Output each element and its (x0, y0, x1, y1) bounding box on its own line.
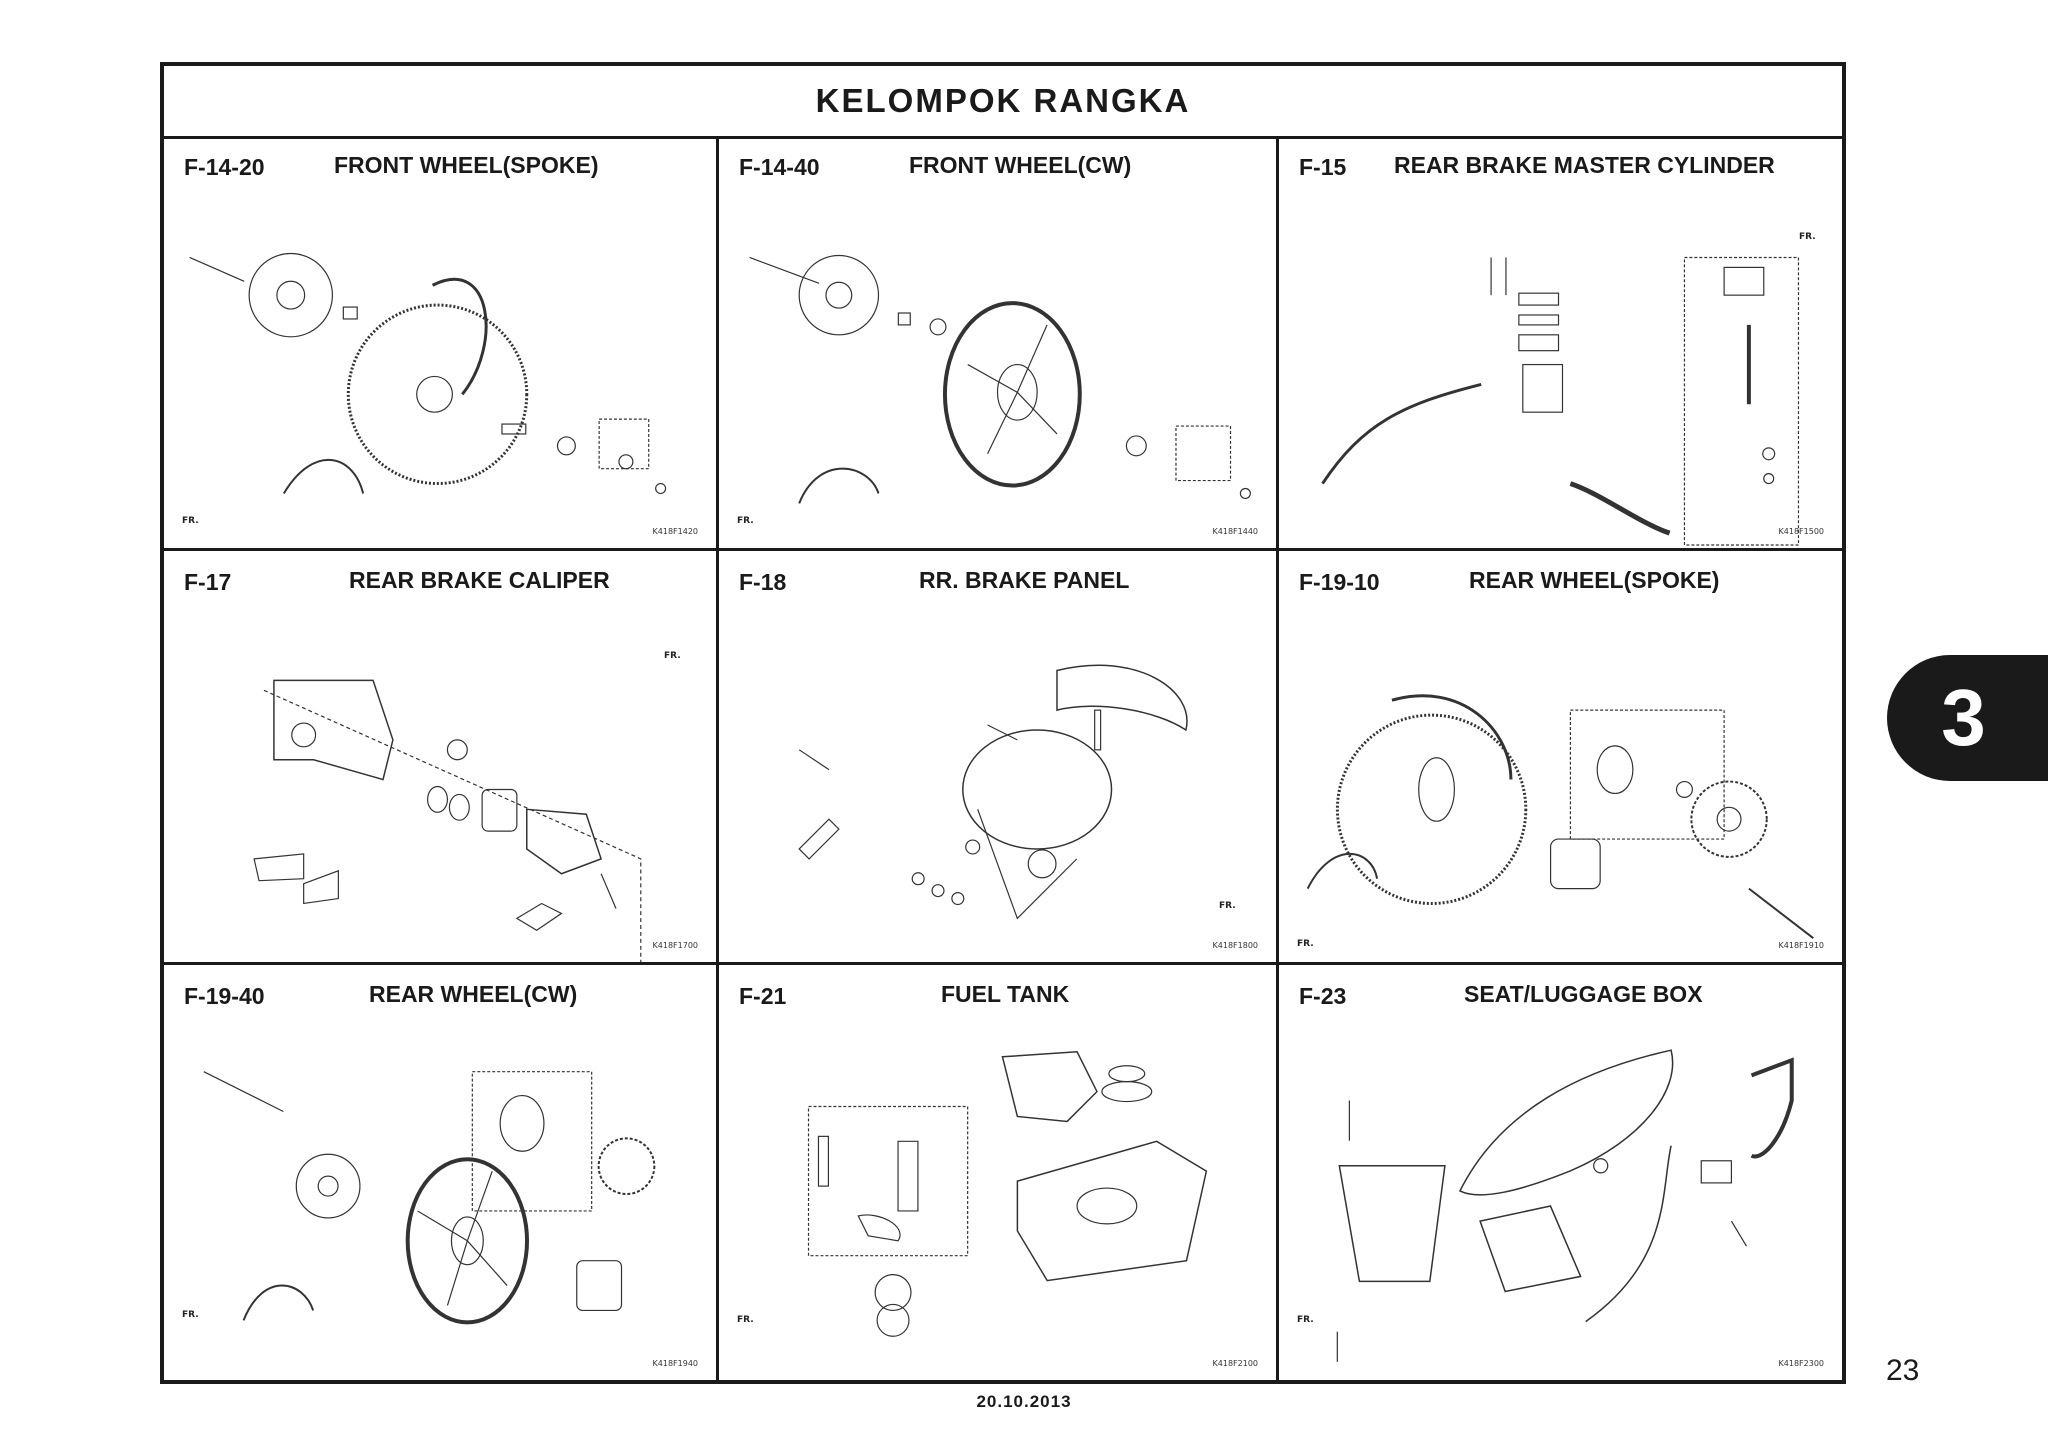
diagram-ref: K418F1800 (1212, 941, 1258, 950)
exploded-diagram (1279, 1025, 1842, 1380)
panel-f-17[interactable]: F-17 REAR BRAKE CALIPER (164, 551, 719, 965)
panel-code: F-17 (184, 569, 232, 595)
panel-name: FRONT WHEEL(SPOKE) (334, 152, 599, 178)
panel-code: F-19-10 (1299, 569, 1380, 595)
panel-name: FUEL TANK (941, 981, 1070, 1007)
exploded-diagram (719, 196, 1276, 548)
front-arrow-label: FR. (1297, 1315, 1314, 1325)
panel-code: F-19-40 (184, 983, 265, 1009)
diagram-ref: K418F1500 (1778, 527, 1824, 536)
page-title: KELOMPOK RANGKA (815, 82, 1191, 119)
diagram-ref: K418F1910 (1778, 941, 1824, 950)
panel-code: F-15 (1299, 154, 1347, 180)
panel-name: REAR WHEEL(CW) (369, 981, 578, 1007)
front-arrow-label: FR. (737, 516, 754, 526)
exploded-diagram (1279, 611, 1842, 962)
exploded-diagram (719, 1025, 1276, 1380)
panel-grid: F-14-20 FRONT WHEEL(SPOKE) (164, 136, 1842, 1380)
panel-f-18[interactable]: F-18 RR. BRAKE PANEL FR. K418F1800 (719, 551, 1279, 965)
diagram-ref: K418F2100 (1212, 1359, 1258, 1368)
diagram-ref: K418F1420 (652, 527, 698, 536)
panel-f-21[interactable]: F-21 FUEL TANK FR. K418F2100 (719, 965, 1279, 1380)
catalog-frame: KELOMPOK RANGKA F-14-20 FRONT WHEEL(SPOK… (160, 62, 1846, 1384)
diagram-ref: K418F1440 (1212, 527, 1258, 536)
exploded-diagram (719, 611, 1276, 962)
diagram-ref: K418F1940 (652, 1359, 698, 1368)
panel-f-14-20[interactable]: F-14-20 FRONT WHEEL(SPOKE) (164, 136, 719, 551)
front-arrow-label: FR. (1799, 232, 1816, 242)
exploded-diagram (164, 1025, 716, 1380)
panel-name: SEAT/LUGGAGE BOX (1464, 981, 1703, 1007)
panel-name: REAR WHEEL(SPOKE) (1469, 567, 1720, 593)
panel-f-19-10[interactable]: F-19-10 REAR WHEEL(SPOKE) FR. (1279, 551, 1842, 965)
front-arrow-label: FR. (1219, 901, 1236, 911)
exploded-diagram (164, 196, 716, 548)
section-tab: 3 (1887, 655, 2048, 781)
front-arrow-label: FR. (1297, 939, 1314, 949)
panel-f-23[interactable]: F-23 SEAT/LUGGAGE BOX FR. K418F2300 (1279, 965, 1842, 1380)
page-title-bar: KELOMPOK RANGKA (164, 66, 1842, 139)
panel-f-14-40[interactable]: F-14-40 FRONT WHEEL(CW) FR. K (719, 136, 1279, 551)
front-arrow-label: FR. (664, 651, 681, 661)
panel-name: RR. BRAKE PANEL (919, 567, 1130, 593)
diagram-ref: K418F1700 (652, 941, 698, 950)
panel-name: FRONT WHEEL(CW) (909, 152, 1132, 178)
panel-code: F-23 (1299, 983, 1347, 1009)
panel-name: REAR BRAKE MASTER CYLINDER (1394, 152, 1775, 178)
panel-code: F-14-20 (184, 154, 265, 180)
diagram-ref: K418F2300 (1778, 1359, 1824, 1368)
print-date: 20.10.2013 (976, 1392, 1072, 1411)
front-arrow-label: FR. (737, 1315, 754, 1325)
section-tab-number: 3 (1941, 673, 1986, 762)
panel-name: REAR BRAKE CALIPER (349, 567, 610, 593)
front-arrow-label: FR. (182, 1310, 199, 1320)
exploded-diagram (164, 611, 716, 962)
panel-f-15[interactable]: F-15 REAR BRAKE MASTER CYLINDER (1279, 136, 1842, 551)
panel-code: F-18 (739, 569, 787, 595)
panel-code: F-21 (739, 983, 787, 1009)
panel-f-19-40[interactable]: F-19-40 REAR WHEEL(CW) FR. K418F1940 (164, 965, 719, 1380)
panel-code: F-14-40 (739, 154, 820, 180)
front-arrow-label: FR. (182, 516, 199, 526)
exploded-diagram (1279, 196, 1842, 548)
page-number: 23 (1886, 1354, 1920, 1387)
